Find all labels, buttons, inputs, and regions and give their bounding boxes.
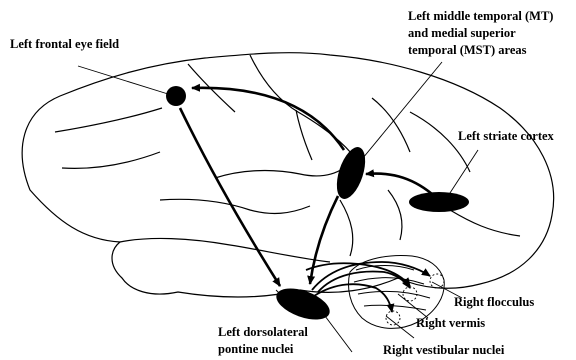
label-flocculus: Right flocculus — [454, 295, 534, 309]
label-vestibular-nuclei: Right vestibular nuclei — [383, 343, 505, 357]
pontine-nuclei-area — [272, 282, 334, 326]
label-pontine-line1: Left dorsolateral — [218, 325, 308, 339]
brain-outline — [22, 53, 553, 297]
label-mt-mst-line1: Left middle temporal (MT) — [408, 9, 553, 23]
label-pontine-line2: pontine nuclei — [218, 342, 294, 356]
pathway-arrows — [180, 88, 432, 286]
label-frontal-eye-field: Left frontal eye field — [10, 37, 119, 51]
label-mt-mst-line2: and medial superior — [408, 26, 516, 40]
label-mt-mst-line3: temporal (MST) areas — [408, 43, 527, 57]
mt-mst-area — [331, 144, 371, 203]
label-vermis: Right vermis — [416, 316, 485, 330]
label-striate-cortex: Left striate cortex — [458, 129, 555, 143]
striate-cortex-area — [409, 192, 469, 212]
frontal-eye-field-dot — [166, 86, 186, 106]
